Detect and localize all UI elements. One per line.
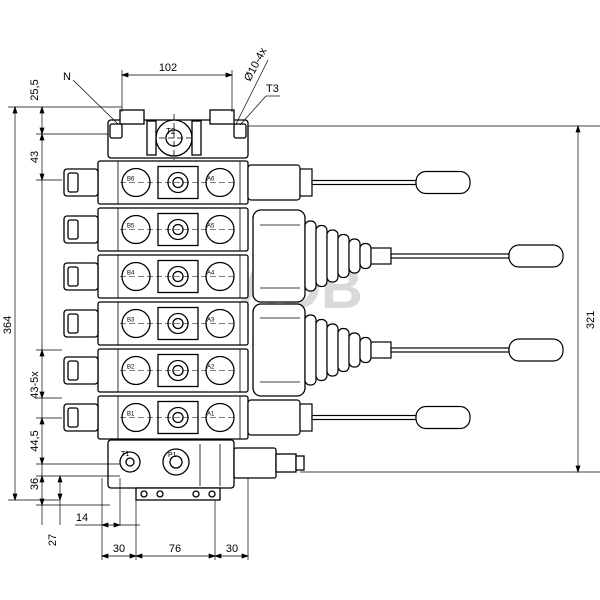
port-label-b: B5 [127, 224, 135, 230]
port-label-b: B1 [127, 412, 135, 418]
port-label-b: B4 [127, 271, 135, 277]
callout-n: N [63, 71, 71, 83]
dim-left-364: 364 [2, 316, 14, 334]
valve-section: B3 A3 [63, 301, 249, 346]
callout-t3: T3 [266, 83, 279, 95]
joystick-housing-upper [252, 209, 306, 303]
dim-bottom-30-right: 30 [226, 543, 238, 555]
port-label-b: B3 [127, 318, 135, 324]
dim-left-43-5x: 43-5x [29, 371, 41, 399]
port-label-a: A2 [207, 365, 215, 371]
joystick-lever [304, 220, 564, 292]
inlet-cover [107, 109, 249, 160]
dim-bottom-14: 14 [76, 512, 88, 524]
joysticks [304, 220, 564, 386]
dim-right-321: 321 [585, 311, 597, 329]
label-t1: T1 [121, 451, 129, 458]
dim-left-27: 27 [47, 534, 59, 546]
valve-section: B4 A4 [63, 254, 249, 299]
label-t2: T2 [166, 127, 176, 136]
outlet-cover [107, 439, 305, 501]
port-label-a: A4 [207, 271, 215, 277]
dim-left-43: 43 [29, 151, 41, 163]
port-label-a: A3 [207, 318, 215, 324]
joystick-lever [304, 314, 564, 386]
port-label-a: A6 [207, 177, 215, 183]
valve-section: B5 A5 [63, 207, 249, 252]
dim-left-25-5: 25,5 [29, 79, 41, 100]
lever-single [247, 164, 471, 201]
port-label-a: A1 [207, 412, 215, 418]
dim-left-44-5: 44,5 [29, 430, 41, 451]
dim-bottom-76: 76 [169, 543, 181, 555]
dim-bottom-30-left: 30 [113, 543, 125, 555]
dim-left-36: 36 [29, 478, 41, 490]
valve-section: B2 A2 [63, 348, 249, 393]
valve-section: B6 A6 [63, 160, 249, 205]
port-label-b: B2 [127, 365, 135, 371]
port-label-b: B6 [127, 177, 135, 183]
joystick-housing-lower [252, 303, 306, 397]
dimension-lines [8, 59, 600, 560]
port-label-a: A5 [207, 224, 215, 230]
lever-single [247, 399, 471, 436]
valve-section: B1 A1 [63, 395, 249, 440]
dim-top-width: 102 [159, 62, 177, 74]
label-p1: P1 [168, 452, 177, 459]
